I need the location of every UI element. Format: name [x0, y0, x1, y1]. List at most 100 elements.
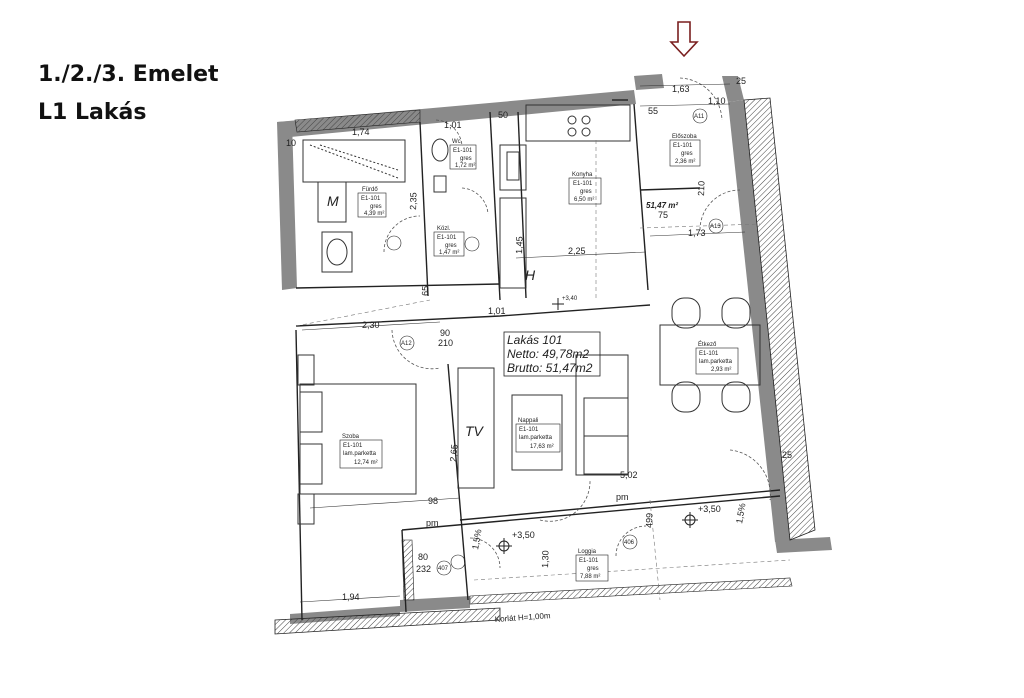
svg-text:gres: gres: [587, 566, 599, 572]
svg-text:E1-101: E1-101: [673, 143, 693, 149]
svg-text:E1-101: E1-101: [343, 443, 363, 449]
outer-walls: [277, 74, 832, 624]
svg-text:pm: pm: [616, 492, 629, 502]
svg-text:Szoba: Szoba: [342, 434, 360, 440]
svg-text:1,94: 1,94: [342, 592, 360, 602]
room-tag-bath: Fürdő E1-101 gres 4,39 m²: [357, 187, 387, 218]
svg-text:1,47 m²: 1,47 m²: [439, 250, 459, 256]
bathtub: [302, 139, 406, 183]
door-tag-a12: A12: [401, 341, 412, 347]
svg-text:1,63: 1,63: [672, 84, 690, 94]
svg-text:+3,50: +3,50: [512, 530, 535, 540]
svg-text:E1-101: E1-101: [519, 427, 539, 433]
bed: [297, 354, 417, 525]
svg-text:1,73: 1,73: [688, 228, 706, 238]
svg-text:Netto: 49,78m2: Netto: 49,78m2: [507, 347, 589, 361]
svg-text:25: 25: [782, 450, 792, 460]
door-swings: [383, 77, 771, 569]
svg-text:E1-101: E1-101: [573, 181, 593, 187]
svg-text:1,01: 1,01: [488, 306, 506, 316]
railing-note: Korlát H=1,00m: [495, 611, 552, 624]
unit-heading: L1 Lakás: [38, 100, 147, 125]
svg-text:7,88 m²: 7,88 m²: [580, 574, 600, 580]
svg-text:75: 75: [658, 210, 668, 220]
svg-text:55: 55: [648, 106, 658, 116]
svg-text:1,01: 1,01: [444, 120, 462, 130]
svg-text:6,50 m²: 6,50 m²: [574, 197, 594, 203]
north-arrow-icon: [669, 21, 699, 58]
svg-text:90: 90: [440, 328, 450, 338]
kitchen-symbol: H: [525, 267, 536, 283]
svg-text:2,30: 2,30: [362, 320, 380, 330]
washer-box: [317, 181, 347, 223]
svg-text:E1-101: E1-101: [579, 558, 599, 564]
level-marker-loggia-left: +3,50: [496, 530, 535, 554]
svg-text:65: 65: [420, 286, 430, 296]
svg-text:1,30: 1,30: [540, 550, 551, 568]
kitchen-counter: [499, 104, 631, 289]
svg-text:210: 210: [438, 338, 453, 348]
svg-text:1,10: 1,10: [708, 96, 726, 106]
dimension-labels: 1,74 1,01 50 55 1,63 1,10 2,25 1,73 2,30…: [286, 76, 792, 602]
door-tag-406: 406: [624, 540, 635, 546]
svg-text:Brutto: 51,47m2: Brutto: 51,47m2: [507, 361, 593, 375]
svg-text:E1-101: E1-101: [699, 351, 719, 357]
svg-text:98: 98: [428, 496, 438, 506]
svg-text:+3,40: +3,40: [562, 296, 578, 302]
svg-text:lam.parketta: lam.parketta: [343, 451, 377, 457]
svg-text:gres: gres: [460, 156, 472, 162]
slope-left: 1,5%: [470, 528, 483, 550]
svg-text:499: 499: [644, 513, 655, 528]
svg-text:TV: TV: [465, 423, 485, 439]
svg-text:210: 210: [696, 181, 707, 196]
svg-text:Fürdő: Fürdő: [362, 187, 378, 193]
svg-text:1,72 m²: 1,72 m²: [455, 163, 475, 169]
svg-text:17,63 m²: 17,63 m²: [530, 444, 554, 450]
room-tag-kitchen: Konyha E1-101 gres 6,50 m²: [568, 172, 602, 205]
svg-text:lam.parketta: lam.parketta: [699, 359, 733, 365]
svg-text:5,02: 5,02: [620, 470, 638, 480]
room-tag-hall: Előszoba E1-101 gres 2,36 m²: [669, 134, 701, 167]
svg-text:gres: gres: [681, 151, 693, 157]
svg-text:pm: pm: [426, 518, 439, 528]
svg-text:lam.parketta: lam.parketta: [519, 435, 553, 441]
room-tag-loggia: Loggia E1-101 gres 7,88 m²: [575, 549, 609, 582]
room-tag-bedroom: Szoba E1-101 lam.parketta 12,74 m²: [339, 434, 383, 469]
sofa: [575, 354, 629, 476]
coffee-table: [511, 394, 563, 471]
svg-text:Konyha: Konyha: [572, 172, 593, 178]
room-tag-dining: Étkező E1-101 lam.parketta 2,93 m²: [695, 341, 739, 375]
svg-text:Nappali: Nappali: [518, 418, 538, 424]
svg-text:25: 25: [736, 76, 746, 86]
svg-text:2,35: 2,35: [408, 192, 419, 210]
toilet: [431, 138, 449, 193]
door-tags: [386, 108, 724, 576]
svg-text:E1-101: E1-101: [453, 148, 473, 154]
dimension-lines: [299, 83, 746, 603]
door-tag-a11: A11: [694, 114, 705, 120]
svg-text:2,93 m²: 2,93 m²: [711, 367, 731, 373]
room-tag-corridor: Közl. E1-101 gres 1,47 m²: [433, 226, 465, 257]
svg-text:1,74: 1,74: [352, 127, 370, 137]
svg-text:E1-101: E1-101: [361, 196, 381, 202]
svg-text:4,39 m²: 4,39 m²: [364, 211, 384, 217]
svg-text:12,74 m²: 12,74 m²: [354, 460, 378, 466]
dining-set: [659, 297, 761, 413]
svg-text:E1-101: E1-101: [437, 235, 457, 241]
svg-text:2,36 m²: 2,36 m²: [675, 159, 695, 165]
level-marker-inner: +3,40: [552, 296, 578, 310]
svg-text:Loggia: Loggia: [578, 549, 597, 555]
svg-text:2,25: 2,25: [568, 246, 586, 256]
washbasin: [321, 231, 353, 273]
slope-right: 1,5%: [734, 502, 747, 524]
svg-text:Előszoba: Előszoba: [672, 134, 697, 140]
room-tag-wc: Wc E1-101 gres 1,72 m²: [449, 139, 477, 170]
apartment-area-top: 51,47 m²: [646, 201, 678, 210]
svg-text:Étkező: Étkező: [698, 341, 717, 348]
tv-unit: TV: [457, 367, 495, 489]
svg-text:gres: gres: [370, 204, 382, 210]
washer-symbol: M: [327, 193, 339, 209]
svg-text:gres: gres: [580, 189, 592, 195]
floor-heading: 1./2./3. Emelet: [38, 62, 219, 87]
